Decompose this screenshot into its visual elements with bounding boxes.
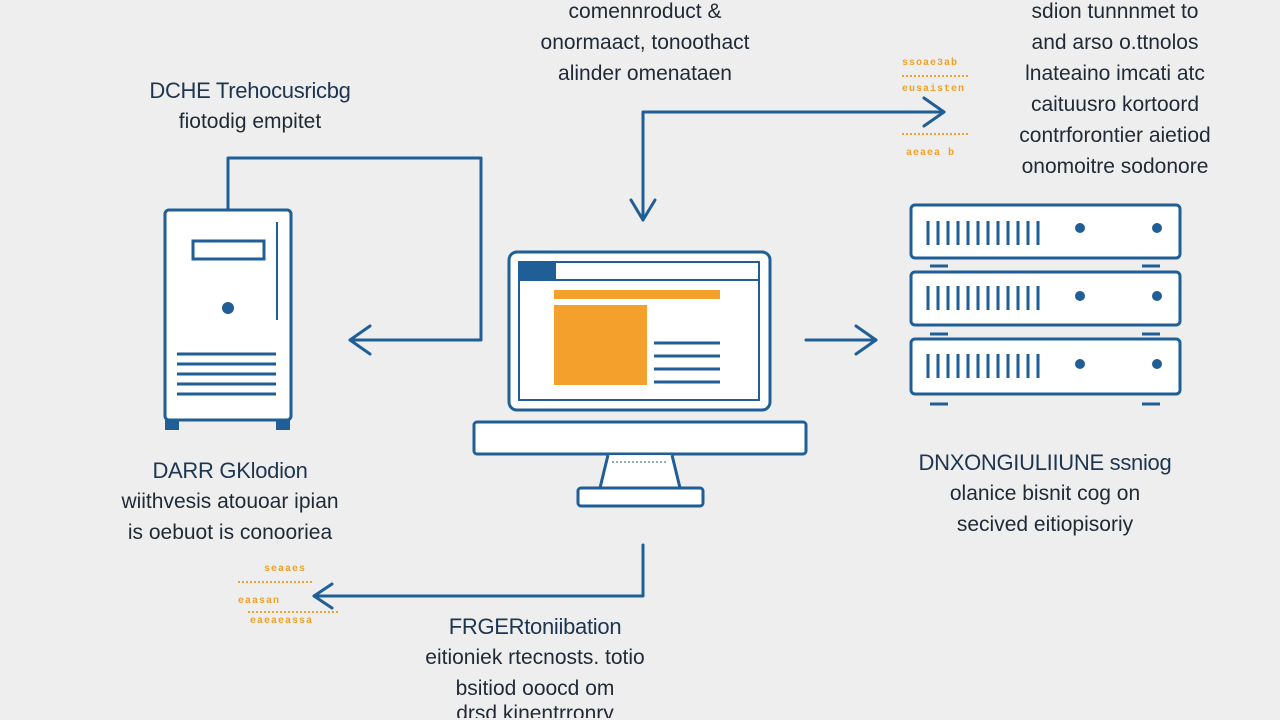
- left-top-line-1: fiotodig empitet: [178, 110, 322, 133]
- left-bottom-line-1: wiithvesis atouoar ipian: [121, 490, 339, 513]
- bottom-center-line-3: drsd kinentrronry: [456, 704, 614, 718]
- monitor-icon: [472, 250, 808, 508]
- top-right-line-6: onomoitre sodonore: [1021, 155, 1209, 178]
- note-bottom-left-c: eaeaeassa: [250, 616, 314, 627]
- top-right-line-5: contrforontier aietiod: [1019, 124, 1211, 147]
- left-bottom-title: DARR GKlodion: [152, 458, 308, 483]
- top-right-line-4: caituusro kortoord: [1030, 93, 1200, 116]
- arrow-bottom-left: [312, 543, 645, 610]
- tower-computer-icon: [163, 208, 293, 430]
- note-bottom-left-a: seaaes: [264, 564, 307, 575]
- note-bottom-left-b: eaasan: [238, 596, 281, 607]
- left-bottom-line-2: is oebuot is conooriea: [127, 521, 333, 544]
- arrow-top-loop: [629, 96, 946, 222]
- top-right-line-3: lnateaino imcati atc: [1025, 62, 1205, 85]
- server-vent-lines: [926, 221, 1040, 378]
- orange-accent-marks: [238, 75, 970, 613]
- bottom-center-line-2: bsitiod ooocd om: [455, 677, 615, 700]
- note-top-right-b: eusaisten: [902, 84, 966, 95]
- right-bottom-label: DNXONGIULIIUNE ssniog olanice bisnit cog…: [900, 448, 1190, 540]
- top-center-line-1: comennroduct &: [568, 0, 722, 23]
- server-rack-icon: [909, 203, 1182, 406]
- left-top-title: DCHE Trehocusricbg: [149, 78, 351, 103]
- top-center-line-3: alinder omenataen: [558, 62, 732, 85]
- bottom-center-label: FRGERtoniibation eitioniek rtecnosts. to…: [400, 612, 670, 718]
- right-bottom-title: DNXONGIULIIUNE ssniog: [918, 450, 1172, 475]
- arrow-to-servers: [804, 324, 878, 356]
- top-right-label: sdion tunnnmet to and arso o.ttnolos lna…: [990, 0, 1240, 182]
- arrow-to-tower: [226, 156, 483, 356]
- bottom-center-title: FRGERtoniibation: [448, 614, 622, 639]
- left-bottom-label: DARR GKlodion wiithvesis atouoar ipian i…: [95, 456, 365, 548]
- top-right-line-2: and arso o.ttnolos: [1031, 31, 1199, 54]
- top-center-line-2: onormaact, tonoothact: [540, 31, 750, 54]
- right-bottom-line-2: secived eitiopisoriy: [956, 513, 1134, 536]
- left-top-label: DCHE Trehocusricbg fiotodig empitet: [120, 76, 380, 137]
- top-center-label: comennroduct & onormaact, tonoothact ali…: [520, 0, 770, 89]
- bottom-center-line-1: eitioniek rtecnosts. totio: [425, 646, 645, 669]
- top-right-line-1: sdion tunnnmet to: [1031, 0, 1199, 23]
- right-bottom-line-1: olanice bisnit cog on: [949, 482, 1141, 505]
- note-top-right-c: aeaea b: [906, 148, 956, 159]
- note-top-right-a: ssoae3ab: [902, 58, 959, 69]
